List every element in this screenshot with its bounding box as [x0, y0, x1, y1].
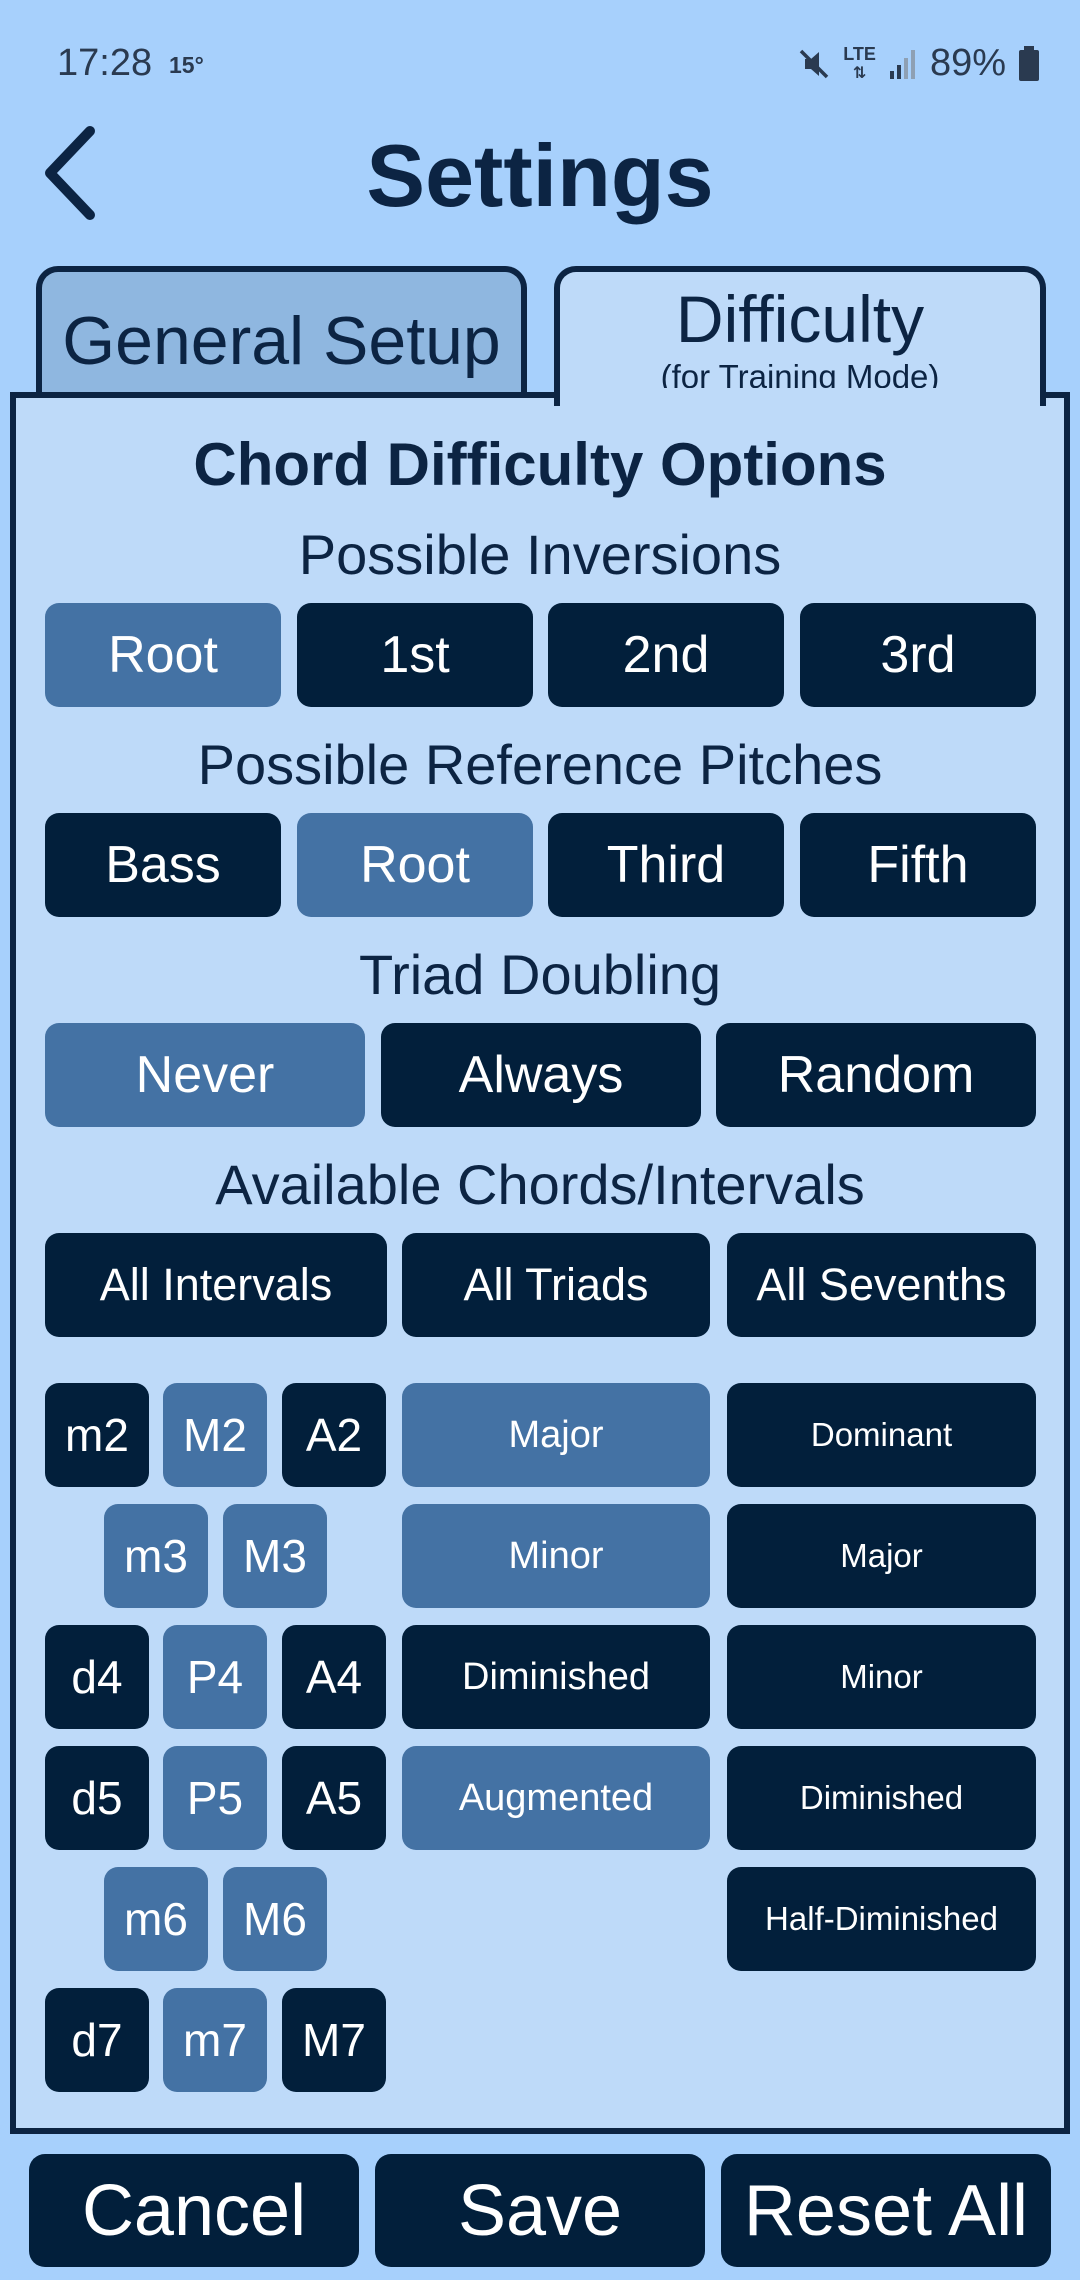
seventh-major-button[interactable]: Major [727, 1504, 1036, 1608]
interval-M2-button[interactable]: M2 [163, 1383, 267, 1487]
interval-m2-button[interactable]: m2 [45, 1383, 149, 1487]
battery-icon [1018, 45, 1040, 82]
tab-general-setup[interactable]: General Setup [36, 266, 527, 396]
doubling-always-button[interactable]: Always [381, 1023, 701, 1127]
interval-P4-button[interactable]: P4 [163, 1625, 267, 1729]
cancel-button[interactable]: Cancel [29, 2154, 359, 2267]
doubling-random-button[interactable]: Random [716, 1023, 1036, 1127]
interval-d7-button[interactable]: d7 [45, 1988, 149, 2092]
interval-M3-button[interactable]: M3 [223, 1504, 327, 1608]
mute-icon [797, 47, 831, 81]
available-heading: Available Chords/Intervals [215, 1153, 865, 1216]
interval-m6-button[interactable]: m6 [104, 1867, 208, 1971]
all-intervals-button[interactable]: All Intervals [45, 1233, 387, 1337]
inversions-heading: Possible Inversions [298, 523, 782, 586]
network-type: LTE [843, 44, 876, 64]
status-icons: LTE ⇅ 89% [797, 42, 1040, 85]
save-button[interactable]: Save [375, 2154, 705, 2267]
status-time: 17:28 [57, 42, 153, 84]
seventh-minor-button[interactable]: Minor [727, 1625, 1036, 1729]
doubling-never-button[interactable]: Never [45, 1023, 365, 1127]
reset-all-button[interactable]: Reset All [721, 2154, 1051, 2267]
tab-connector [560, 388, 1040, 402]
interval-A5-button[interactable]: A5 [282, 1746, 386, 1850]
lte-icon: LTE ⇅ [843, 44, 876, 82]
all-triads-button[interactable]: All Triads [402, 1233, 710, 1337]
back-button[interactable] [30, 120, 110, 230]
reference-root-button[interactable]: Root [297, 813, 533, 917]
interval-M7-button[interactable]: M7 [282, 1988, 386, 2092]
interval-A2-button[interactable]: A2 [282, 1383, 386, 1487]
signal-icon [888, 47, 918, 81]
inversion-3rd-button[interactable]: 3rd [800, 603, 1036, 707]
interval-M6-button[interactable]: M6 [223, 1867, 327, 1971]
reference-bass-button[interactable]: Bass [45, 813, 281, 917]
battery-percent: 89% [929, 42, 1006, 84]
triad-minor-button[interactable]: Minor [402, 1504, 710, 1608]
inversion-root-button[interactable]: Root [45, 603, 281, 707]
interval-m7-button[interactable]: m7 [163, 1988, 267, 2092]
reference-fifth-button[interactable]: Fifth [800, 813, 1036, 917]
triad-major-button[interactable]: Major [402, 1383, 710, 1487]
chevron-left-icon [40, 123, 100, 228]
triad-doubling-heading: Triad Doubling [358, 943, 722, 1006]
seventh-half-diminished-button[interactable]: Half-Diminished [727, 1867, 1036, 1971]
interval-A4-button[interactable]: A4 [282, 1625, 386, 1729]
triad-augmented-button[interactable]: Augmented [402, 1746, 710, 1850]
interval-d5-button[interactable]: d5 [45, 1746, 149, 1850]
all-sevenths-button[interactable]: All Sevenths [727, 1233, 1036, 1337]
inversion-2nd-button[interactable]: 2nd [548, 603, 784, 707]
seventh-diminished-button[interactable]: Diminished [727, 1746, 1036, 1850]
interval-m3-button[interactable]: m3 [104, 1504, 208, 1608]
panel-title: Chord Difficulty Options [193, 431, 887, 498]
interval-d4-button[interactable]: d4 [45, 1625, 149, 1729]
reference-third-button[interactable]: Third [548, 813, 784, 917]
page-title: Settings [366, 126, 714, 225]
interval-P5-button[interactable]: P5 [163, 1746, 267, 1850]
status-temperature: 15° [169, 52, 204, 78]
seventh-dominant-button[interactable]: Dominant [727, 1383, 1036, 1487]
tab-difficulty[interactable]: Difficulty (for Training Mode) [554, 266, 1046, 406]
tab-general-setup-label: General Setup [62, 303, 501, 379]
tab-difficulty-label: Difficulty [675, 282, 925, 356]
reference-pitches-heading: Possible Reference Pitches [197, 733, 883, 796]
triad-diminished-button[interactable]: Diminished [402, 1625, 710, 1729]
inversion-1st-button[interactable]: 1st [297, 603, 533, 707]
